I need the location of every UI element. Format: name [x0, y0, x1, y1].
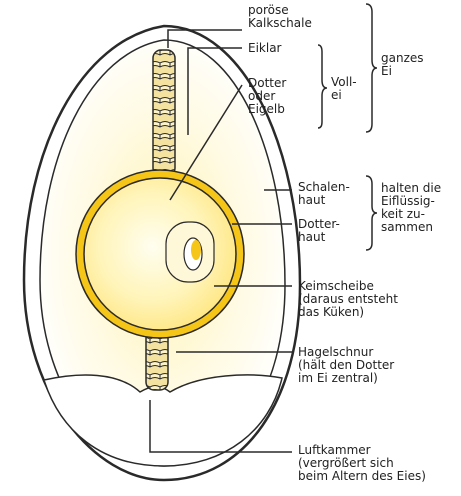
brace-halten [366, 176, 377, 250]
label-ganzes-ei: ganzes Ei [381, 52, 424, 78]
label-dotterhaut: Dotter- haut [298, 218, 340, 244]
label-eiklar: Eiklar [248, 42, 282, 55]
label-dotter: Dotter oder Eigelb [248, 77, 286, 116]
label-hagelschnur: Hagelschnur (hält den Dotter im Ei zentr… [298, 346, 394, 385]
braces [318, 4, 377, 250]
label-luftkammer: Luftkammer (vergrößert sich beim Altern … [298, 444, 426, 483]
brace-vollei [318, 45, 327, 128]
chalaza-upper [153, 50, 175, 176]
label-schalenhaut: Schalen- haut [298, 181, 350, 207]
label-keimscheibe: Keimscheibe (daraus entsteht das Küken) [298, 280, 398, 319]
label-vollei: Voll- ei [331, 76, 357, 102]
label-halten: halten die Eiflüssig- keit zu- sammen [381, 182, 441, 234]
label-kalkschale: poröse Kalkschale [248, 4, 312, 30]
germinal-disc-core [191, 240, 201, 260]
brace-ganzes-ei [366, 4, 377, 132]
